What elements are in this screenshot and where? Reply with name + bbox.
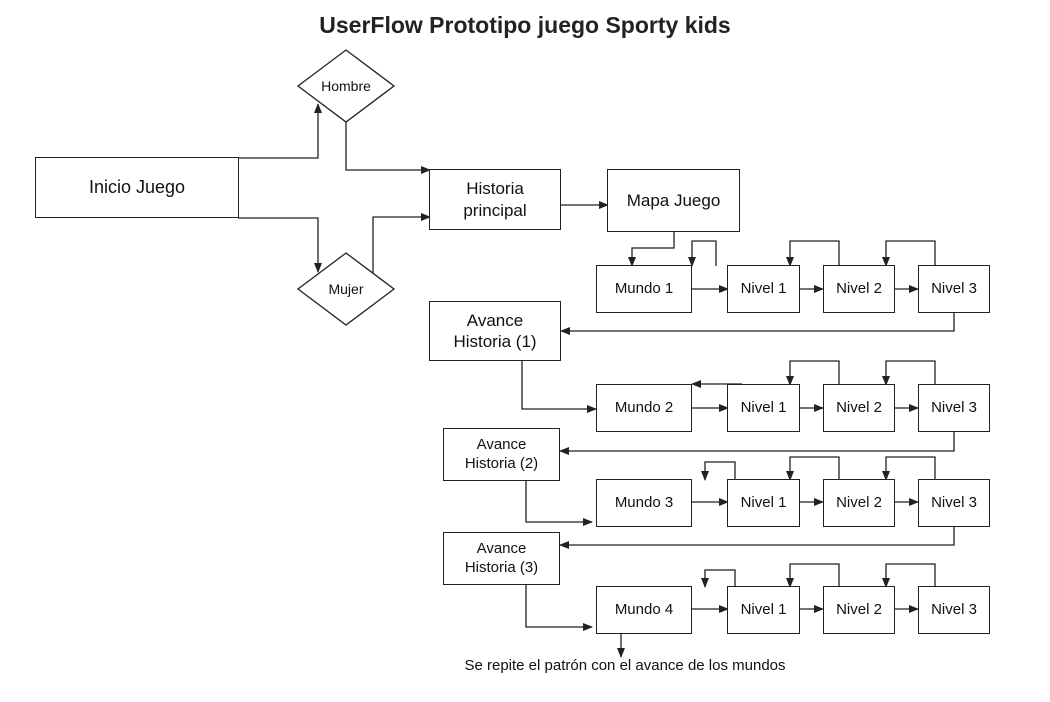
node-mundo-2[interactable]: Mundo 2 xyxy=(596,384,692,432)
node-avance-historia-1[interactable]: Avance Historia (1) xyxy=(429,301,561,361)
node-hombre-label: Hombre xyxy=(321,78,371,94)
node-nivel-2-row2[interactable]: Nivel 2 xyxy=(823,384,895,432)
node-nivel-1-row2[interactable]: Nivel 1 xyxy=(727,384,800,432)
node-mapa-juego[interactable]: Mapa Juego xyxy=(607,169,740,232)
loop-nivel3-r2 xyxy=(882,360,936,386)
node-nivel-1-row4[interactable]: Nivel 1 xyxy=(727,586,800,634)
loop-nivel2-r3 xyxy=(786,456,840,481)
edge-nivel3-avance2 xyxy=(559,432,955,455)
node-mundo-4[interactable]: Mundo 4 xyxy=(596,586,692,634)
node-nivel-2-row4[interactable]: Nivel 2 xyxy=(823,586,895,634)
node-avance-historia-2[interactable]: Avance Historia (2) xyxy=(443,428,560,481)
node-nivel-1-row3[interactable]: Nivel 1 xyxy=(727,479,800,527)
node-nivel-3-row1[interactable]: Nivel 3 xyxy=(918,265,990,313)
edge-hombre-historia xyxy=(345,122,431,174)
loop-nivel2-r1 xyxy=(786,240,840,267)
edge-avance1-mundo2 xyxy=(521,361,597,413)
node-inicio-juego[interactable]: Inicio Juego xyxy=(35,157,239,218)
edge-mujer-historia xyxy=(372,213,431,273)
node-avance-historia-3[interactable]: Avance Historia (3) xyxy=(443,532,560,585)
node-nivel-3-row4[interactable]: Nivel 3 xyxy=(918,586,990,634)
edge-mapa-mundo1 xyxy=(628,232,675,267)
node-nivel-1-row1[interactable]: Nivel 1 xyxy=(727,265,800,313)
edge-avance2-mundo3 xyxy=(525,481,593,526)
footer-note: Se repite el patrón con el avance de los… xyxy=(464,657,786,674)
loop-nivel1-r4 xyxy=(701,569,736,588)
loop-nivel2-r2 xyxy=(786,360,840,386)
node-mundo-3[interactable]: Mundo 3 xyxy=(596,479,692,527)
edge-nivel3-avance3 xyxy=(559,527,955,549)
loop-nivel3-r4 xyxy=(882,563,936,588)
loop-nivel1-r3 xyxy=(701,461,736,481)
node-nivel-3-row3[interactable]: Nivel 3 xyxy=(918,479,990,527)
edge-nivel3-avance1 xyxy=(560,313,955,335)
mujer-diamond[interactable] xyxy=(296,252,396,326)
node-historia-principal[interactable]: Historia principal xyxy=(429,169,561,230)
node-mundo-1[interactable]: Mundo 1 xyxy=(596,265,692,313)
loop-nivel3-r3 xyxy=(882,456,936,481)
edge-inicio-hombre xyxy=(238,103,322,159)
edge-avance3-mundo4 xyxy=(525,585,593,631)
edge-inicio-mujer xyxy=(238,217,322,273)
loop-nivel3-r1 xyxy=(882,240,936,267)
node-nivel-2-row1[interactable]: Nivel 2 xyxy=(823,265,895,313)
node-nivel-3-row2[interactable]: Nivel 3 xyxy=(918,384,990,432)
loop-nivel2-r4 xyxy=(786,563,840,588)
node-mujer-label: Mujer xyxy=(328,281,364,297)
node-nivel-2-row3[interactable]: Nivel 2 xyxy=(823,479,895,527)
loop-nivel1-r1 xyxy=(688,240,717,267)
diagram-title: UserFlow Prototipo juego Sporty kids xyxy=(319,12,731,38)
